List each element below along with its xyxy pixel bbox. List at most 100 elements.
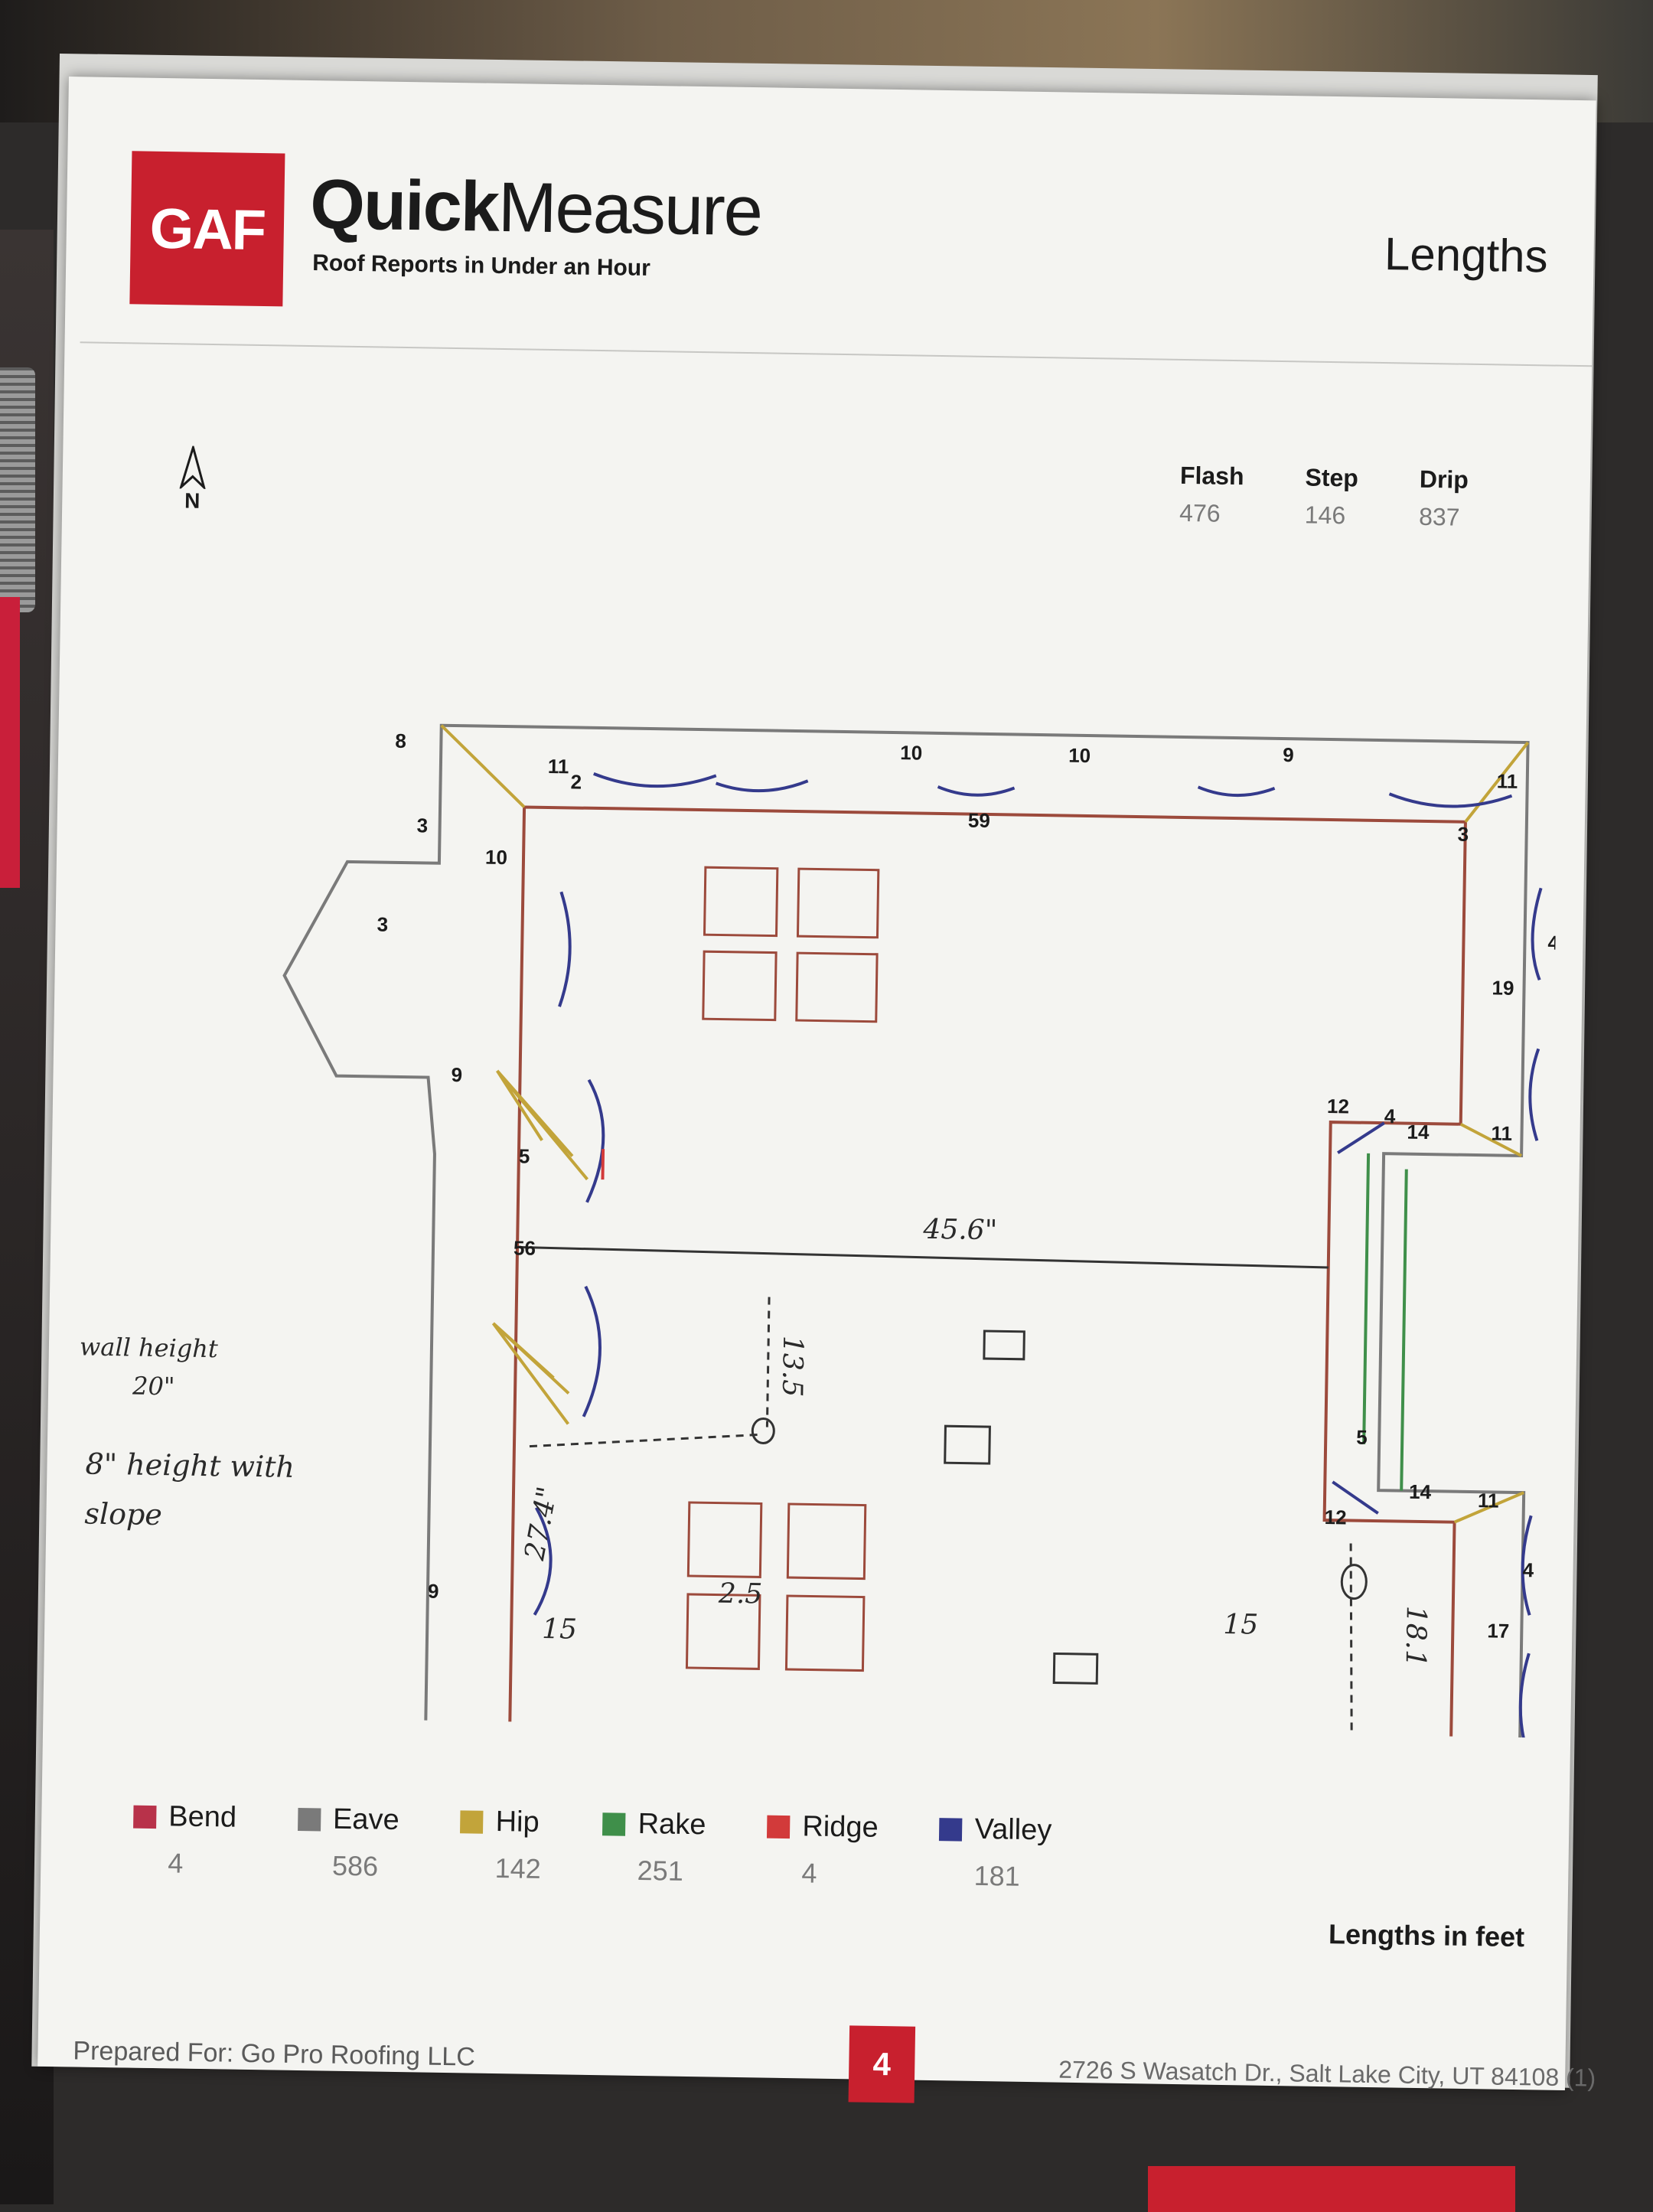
- legend-swatch: [767, 1815, 791, 1838]
- dimension-label: 59: [968, 809, 990, 832]
- handwritten-labels: 45.6" 13.5 27.4" 18.1 15 15 2.5: [519, 1214, 1432, 1668]
- stat-value: 837: [1418, 502, 1460, 531]
- legend-label: Valley: [974, 1812, 1052, 1847]
- stat-flash: Flash 476: [1179, 462, 1244, 528]
- handwritten-dimension: 15: [542, 1613, 577, 1646]
- legend-swatch: [939, 1817, 963, 1842]
- legend-value: 181: [973, 1859, 1021, 1892]
- dimension-label: 5: [1356, 1426, 1368, 1449]
- ridge-line: [601, 1149, 605, 1180]
- legend-value: 586: [331, 1849, 379, 1882]
- compass: N: [177, 445, 208, 514]
- dimension-label: 2: [570, 770, 582, 793]
- skylights: [685, 866, 880, 1672]
- skylight: [686, 1501, 763, 1578]
- stat-step: Step 146: [1304, 463, 1359, 530]
- stat-value: 146: [1304, 501, 1346, 530]
- annotation-slope-height: 8" height with: [85, 1447, 295, 1484]
- handwritten-dimension: 15: [1223, 1609, 1258, 1641]
- stat-drip: Drip 837: [1419, 465, 1469, 532]
- roof-diagram-svg: 5959561917141412121211111111111010101010…: [282, 723, 1560, 1842]
- handwritten-dimension: 45.6": [922, 1214, 997, 1247]
- pen-cap-icon: [0, 597, 20, 888]
- legend-value: 4: [801, 1857, 817, 1889]
- dimension-label: 5: [519, 1144, 530, 1167]
- background-logo-fragment: [1148, 2166, 1515, 2212]
- dimension-label: 4: [1384, 1104, 1396, 1127]
- dimension-label: 11: [1491, 1121, 1512, 1144]
- legend-item-rake: Rake 251: [602, 1807, 706, 1887]
- page-title: Lengths: [1384, 228, 1549, 282]
- dimension-label: 3: [377, 912, 388, 935]
- eave-outline: [282, 723, 1530, 1832]
- page-number: 4: [848, 2025, 916, 2103]
- turret-left-lower: [491, 1322, 570, 1425]
- dimension-label: 3: [416, 814, 428, 837]
- dimension-label: 8: [395, 729, 406, 752]
- header-divider: [80, 341, 1593, 367]
- legend-label: Hip: [495, 1806, 540, 1838]
- legend-value: 4: [168, 1847, 184, 1879]
- report-page: GAF QuickMeasure Roof Reports in Under a…: [37, 77, 1596, 2103]
- summary-stats: Flash 476 Step 146 Drip 837: [1179, 462, 1469, 532]
- rake-lines: [1362, 1153, 1408, 1491]
- handwritten-dimension: 18.1: [1400, 1606, 1432, 1668]
- handwritten-dimension: 2.5: [718, 1578, 763, 1610]
- legend-item-hip: Hip 142: [459, 1805, 542, 1885]
- dimension-label: 14: [1409, 1480, 1432, 1503]
- dimension-label: 10: [900, 741, 922, 764]
- handwritten-dimension: 13.5: [776, 1336, 808, 1398]
- brand-light: Measure: [497, 168, 762, 251]
- skylight: [784, 1594, 866, 1672]
- legend-item-valley: Valley 181: [938, 1812, 1052, 1893]
- brand-tagline: Roof Reports in Under an Hour: [311, 250, 651, 281]
- turret-left-upper: [495, 1069, 588, 1181]
- valley-bay: [1332, 1121, 1385, 1515]
- stat-label: Step: [1305, 463, 1359, 492]
- legend-value: 142: [494, 1852, 542, 1884]
- north-arrow-icon: [179, 445, 207, 489]
- wall-outline: [507, 805, 1467, 1761]
- legend-value: 251: [637, 1854, 684, 1887]
- legend-swatch: [602, 1812, 626, 1836]
- valley-dormer-top: [593, 772, 1513, 808]
- valley-dormer-left: [533, 891, 572, 1616]
- dimension-label: 9: [1283, 743, 1294, 766]
- legend-swatch: [297, 1807, 321, 1831]
- dimension-label: 56: [514, 1236, 536, 1259]
- property-address: 2726 S Wasatch Dr., Salt Lake City, UT 8…: [1058, 2055, 1596, 2092]
- annotation-wall-height-value: 20": [132, 1371, 175, 1401]
- gaf-logo-text: GAF: [149, 196, 266, 262]
- dimension-label: 19: [1492, 976, 1514, 999]
- dimension-label: 11: [548, 755, 569, 778]
- skylight: [685, 1593, 761, 1670]
- brand-name: QuickMeasure: [310, 165, 762, 252]
- gaf-logo: GAF: [129, 151, 285, 307]
- legend-label: Rake: [637, 1807, 706, 1842]
- brand-bold: Quick: [309, 165, 499, 246]
- dimension-label: 11: [1497, 769, 1518, 792]
- skylight: [796, 867, 880, 939]
- dimension-label: 9: [451, 1063, 462, 1086]
- turret-left-valleys: [582, 1078, 605, 1418]
- stat-value: 476: [1179, 498, 1221, 527]
- stat-label: Flash: [1179, 461, 1244, 491]
- dimension-label: 3: [1457, 823, 1469, 846]
- skylight: [703, 866, 779, 938]
- dimension-label: 9: [428, 1580, 439, 1603]
- dimension-label: 10: [1068, 744, 1091, 767]
- handwritten-lines: [517, 1245, 1368, 1735]
- roof-diagram: 5959561917141412121211111111111010101010…: [150, 614, 1560, 1842]
- dimension-label: 17: [1487, 1619, 1509, 1642]
- dimension-label: 12: [1324, 1506, 1346, 1528]
- dimension-label: 14: [1407, 1121, 1430, 1144]
- handwritten-dimension: 27.4": [519, 1484, 564, 1564]
- units-note: Lengths in feet: [1328, 1918, 1525, 1953]
- dimension-label: 12: [1327, 1095, 1349, 1117]
- dimension-label: 11: [1478, 1489, 1499, 1512]
- annotation-wall-height: wall height: [79, 1332, 219, 1364]
- skylight: [795, 951, 879, 1023]
- hip-lines: [423, 724, 1530, 1831]
